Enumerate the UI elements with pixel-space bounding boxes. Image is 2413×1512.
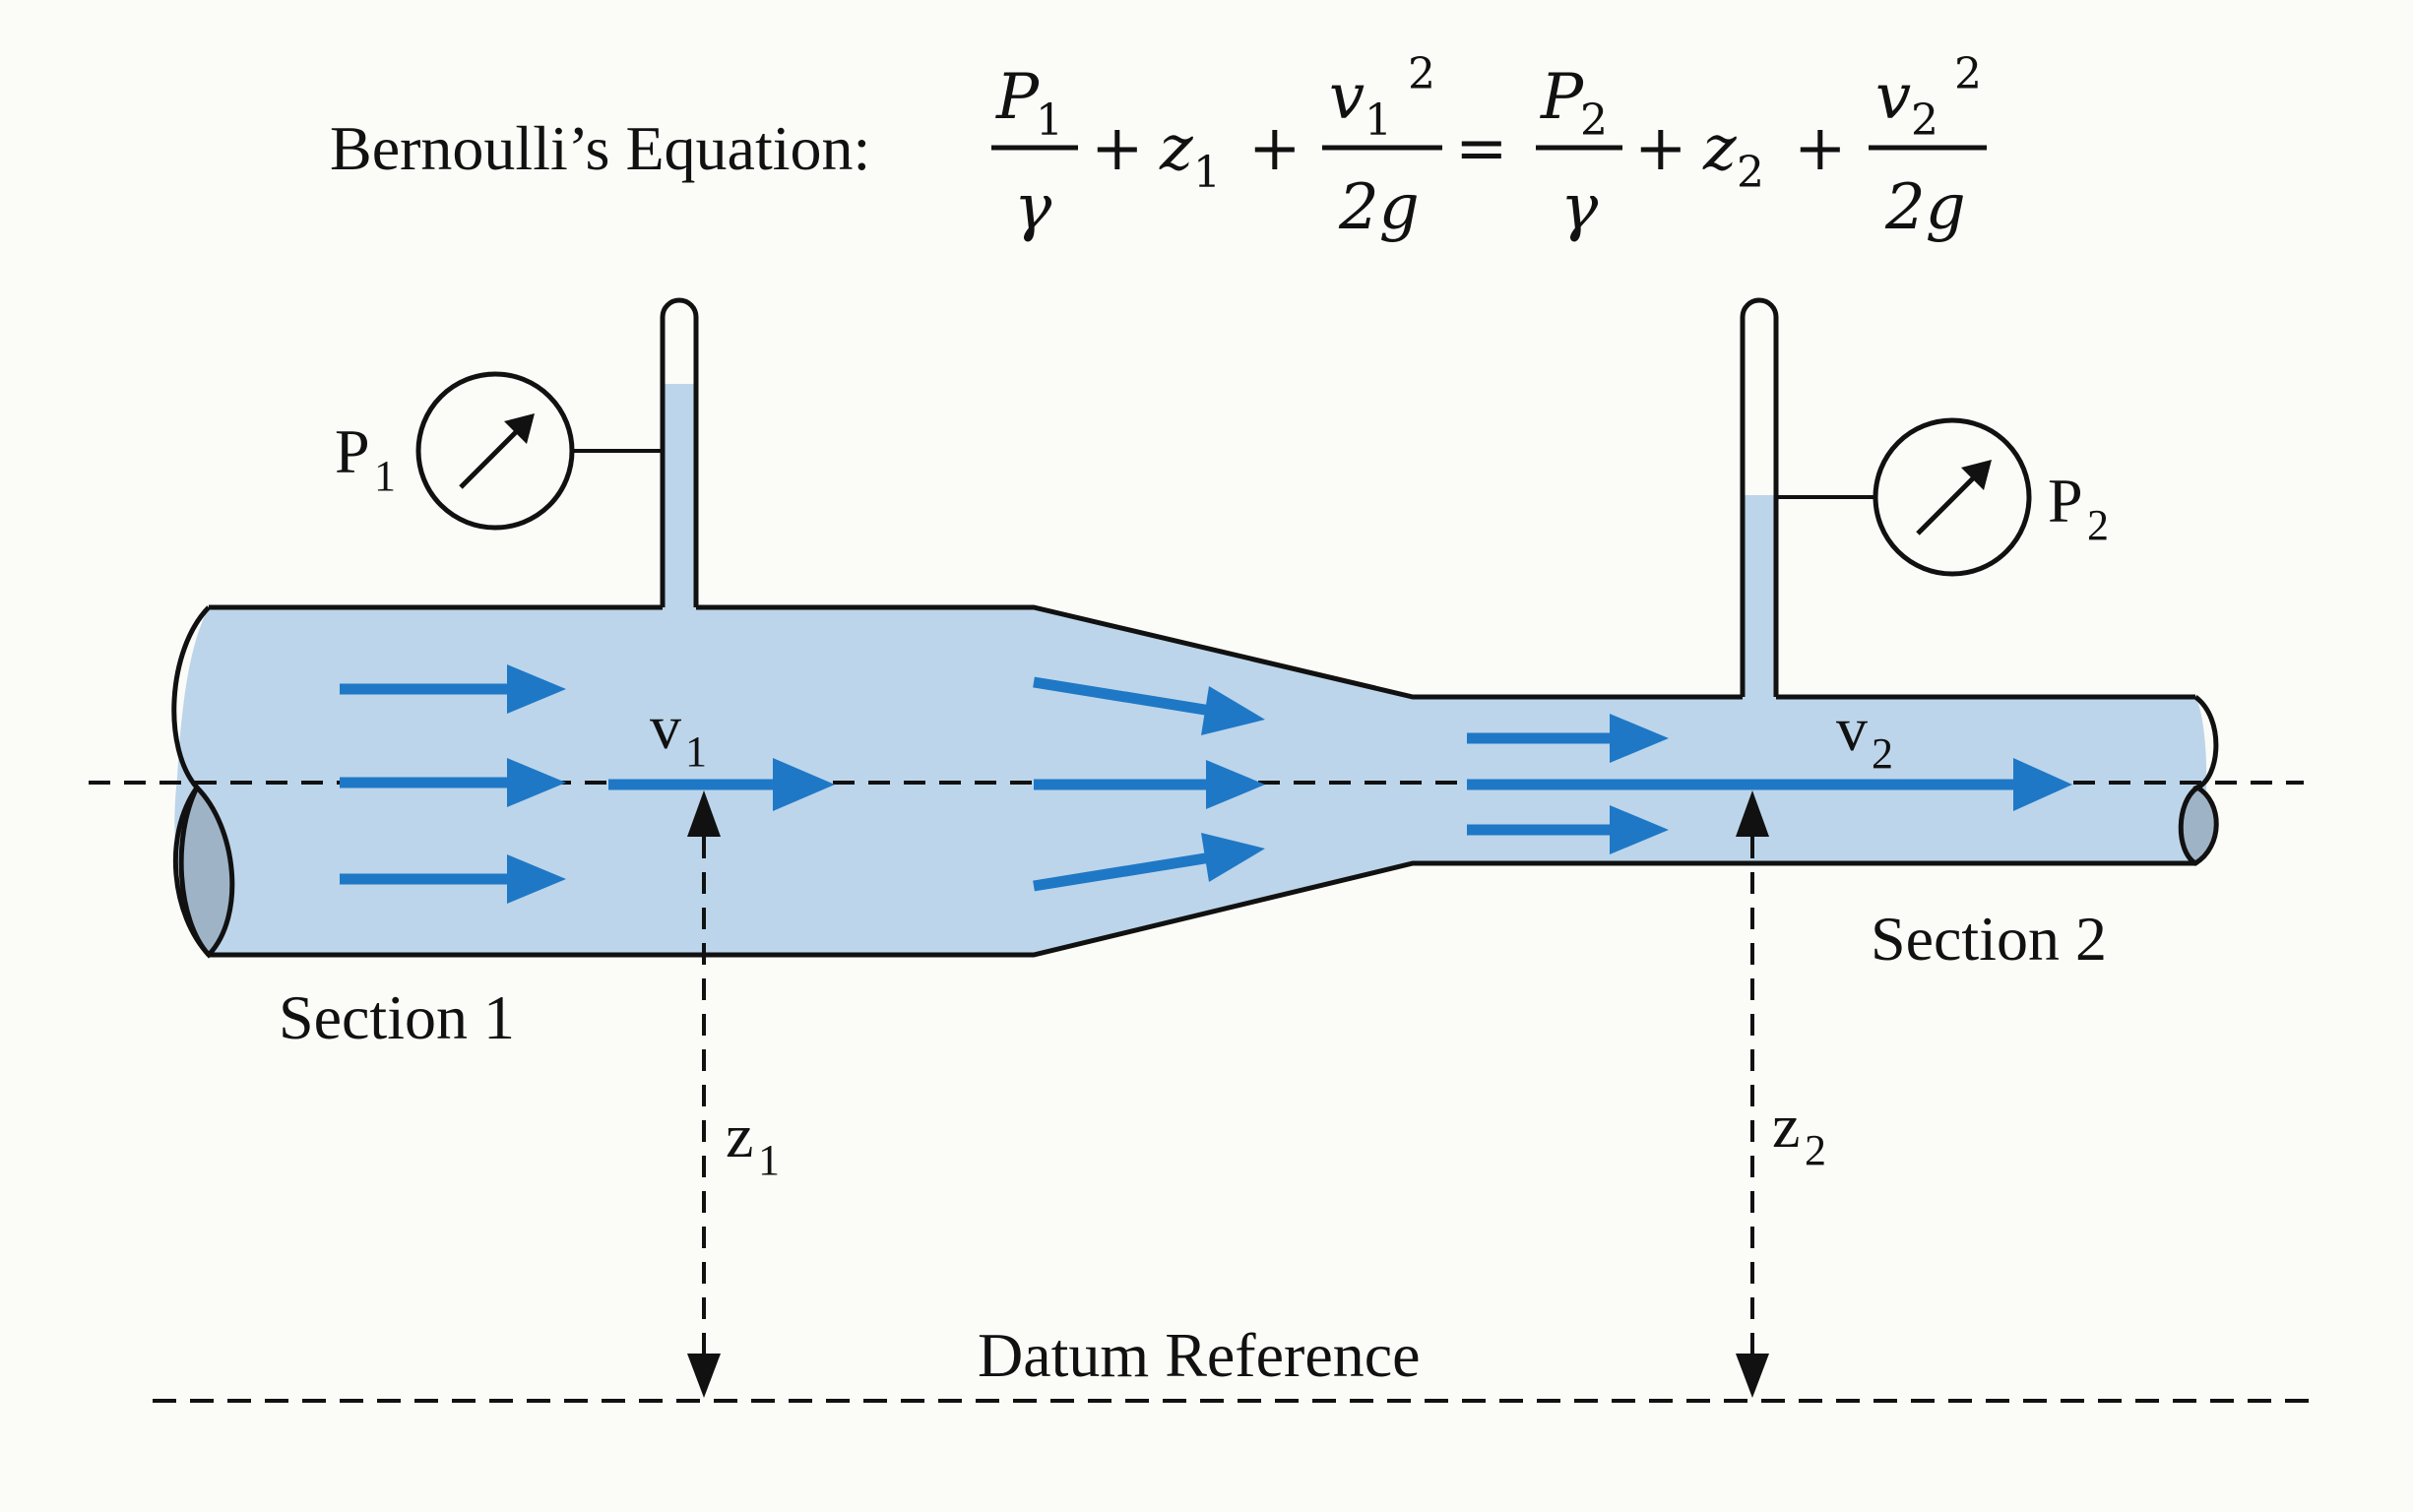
plus-sign: + bbox=[1091, 112, 1144, 185]
label-v1: v 1 bbox=[650, 692, 707, 776]
equation-prefix: Bernoulli’s Equation: bbox=[330, 113, 870, 183]
pipe-left-end-face bbox=[178, 783, 235, 959]
v2-exponent: 2 bbox=[1954, 49, 1982, 99]
flow-arrow bbox=[1034, 760, 1265, 809]
v2-label-main: v bbox=[1836, 694, 1868, 764]
pressure-gauge-icon bbox=[1776, 417, 2032, 577]
z2-label-sub: 2 bbox=[1805, 1126, 1826, 1174]
equals-sign: = bbox=[1455, 112, 1508, 185]
pipe-outline-bottom bbox=[209, 860, 2195, 958]
section-1-label: Section 1 bbox=[279, 982, 515, 1052]
velocity-arrow-v1 bbox=[608, 758, 835, 811]
v2-symbol: v bbox=[1875, 61, 1911, 134]
elevation-z2-arrow bbox=[1736, 790, 1769, 1398]
plus-sign: + bbox=[1794, 112, 1847, 185]
section-2-label: Section 2 bbox=[1871, 904, 2107, 974]
v2-sub: 2 bbox=[1911, 95, 1938, 146]
flow-arrow bbox=[1033, 676, 1265, 735]
z1-label-sub: 1 bbox=[758, 1136, 780, 1184]
v1-exponent: 2 bbox=[1408, 49, 1435, 99]
denominator-2g: 2g bbox=[1338, 171, 1420, 244]
pipe-right-end-face bbox=[2178, 785, 2219, 866]
plus-sign: + bbox=[1634, 112, 1687, 185]
z2-symbol: z bbox=[1702, 112, 1738, 185]
fraction-v1-2g: v 1 2 2g bbox=[1322, 49, 1442, 244]
v1-label-sub: 1 bbox=[685, 727, 707, 776]
z1-symbol: z bbox=[1159, 112, 1194, 185]
pipe-outline-top bbox=[209, 604, 2195, 700]
pressure-gauge-icon bbox=[415, 371, 663, 531]
label-p2: P 2 bbox=[2048, 466, 2109, 549]
flow-arrow bbox=[340, 854, 566, 904]
p1-label-main: P bbox=[335, 416, 370, 486]
p2-label-sub: 2 bbox=[2087, 501, 2109, 549]
v1-label-main: v bbox=[650, 692, 681, 762]
label-p1: P 1 bbox=[335, 416, 396, 500]
plus-sign: + bbox=[1248, 112, 1302, 185]
flow-arrow bbox=[1467, 805, 1669, 854]
p1-symbol: P bbox=[995, 61, 1040, 134]
piezometer-tube-2 bbox=[1740, 297, 1779, 700]
p2-sub: 2 bbox=[1580, 95, 1608, 146]
z2-sub: 2 bbox=[1737, 148, 1764, 198]
fraction-p2-gamma: P 2 γ bbox=[1536, 61, 1622, 244]
denominator-2g: 2g bbox=[1884, 171, 1966, 244]
p2-label-main: P bbox=[2048, 466, 2083, 536]
elevation-z1-arrow bbox=[687, 790, 721, 1398]
z2-label-main: z bbox=[1772, 1091, 1800, 1161]
bernoulli-equation: Bernoulli’s Equation: P 1 γ + z 1 + v 1 … bbox=[330, 49, 1987, 244]
fraction-v2-2g: v 2 2 2g bbox=[1869, 49, 1987, 244]
v1-symbol: v bbox=[1329, 61, 1365, 134]
z1-sub: 1 bbox=[1193, 148, 1221, 198]
flow-arrow bbox=[1467, 714, 1669, 763]
flow-arrows bbox=[340, 664, 2072, 904]
label-v2: v 2 bbox=[1836, 694, 1893, 778]
label-z1: z 1 bbox=[726, 1101, 780, 1184]
p1-label-sub: 1 bbox=[374, 452, 396, 500]
z1-label-main: z bbox=[726, 1101, 753, 1170]
p1-sub: 1 bbox=[1036, 95, 1063, 146]
gamma-symbol: γ bbox=[1014, 171, 1052, 244]
piezometer-tube-1 bbox=[660, 297, 699, 610]
fraction-p1-gamma: P 1 γ bbox=[991, 61, 1078, 244]
flow-arrow bbox=[340, 758, 566, 807]
datum-label: Datum Reference bbox=[978, 1320, 1421, 1390]
v2-label-sub: 2 bbox=[1872, 729, 1893, 778]
flow-arrow bbox=[1033, 833, 1265, 892]
label-z2: z 2 bbox=[1772, 1091, 1826, 1174]
p2-symbol: P bbox=[1540, 61, 1584, 134]
velocity-arrow-v2 bbox=[1467, 758, 2072, 811]
flow-arrow bbox=[340, 664, 566, 714]
gamma-symbol: γ bbox=[1560, 171, 1599, 244]
v1-sub: 1 bbox=[1365, 95, 1392, 146]
